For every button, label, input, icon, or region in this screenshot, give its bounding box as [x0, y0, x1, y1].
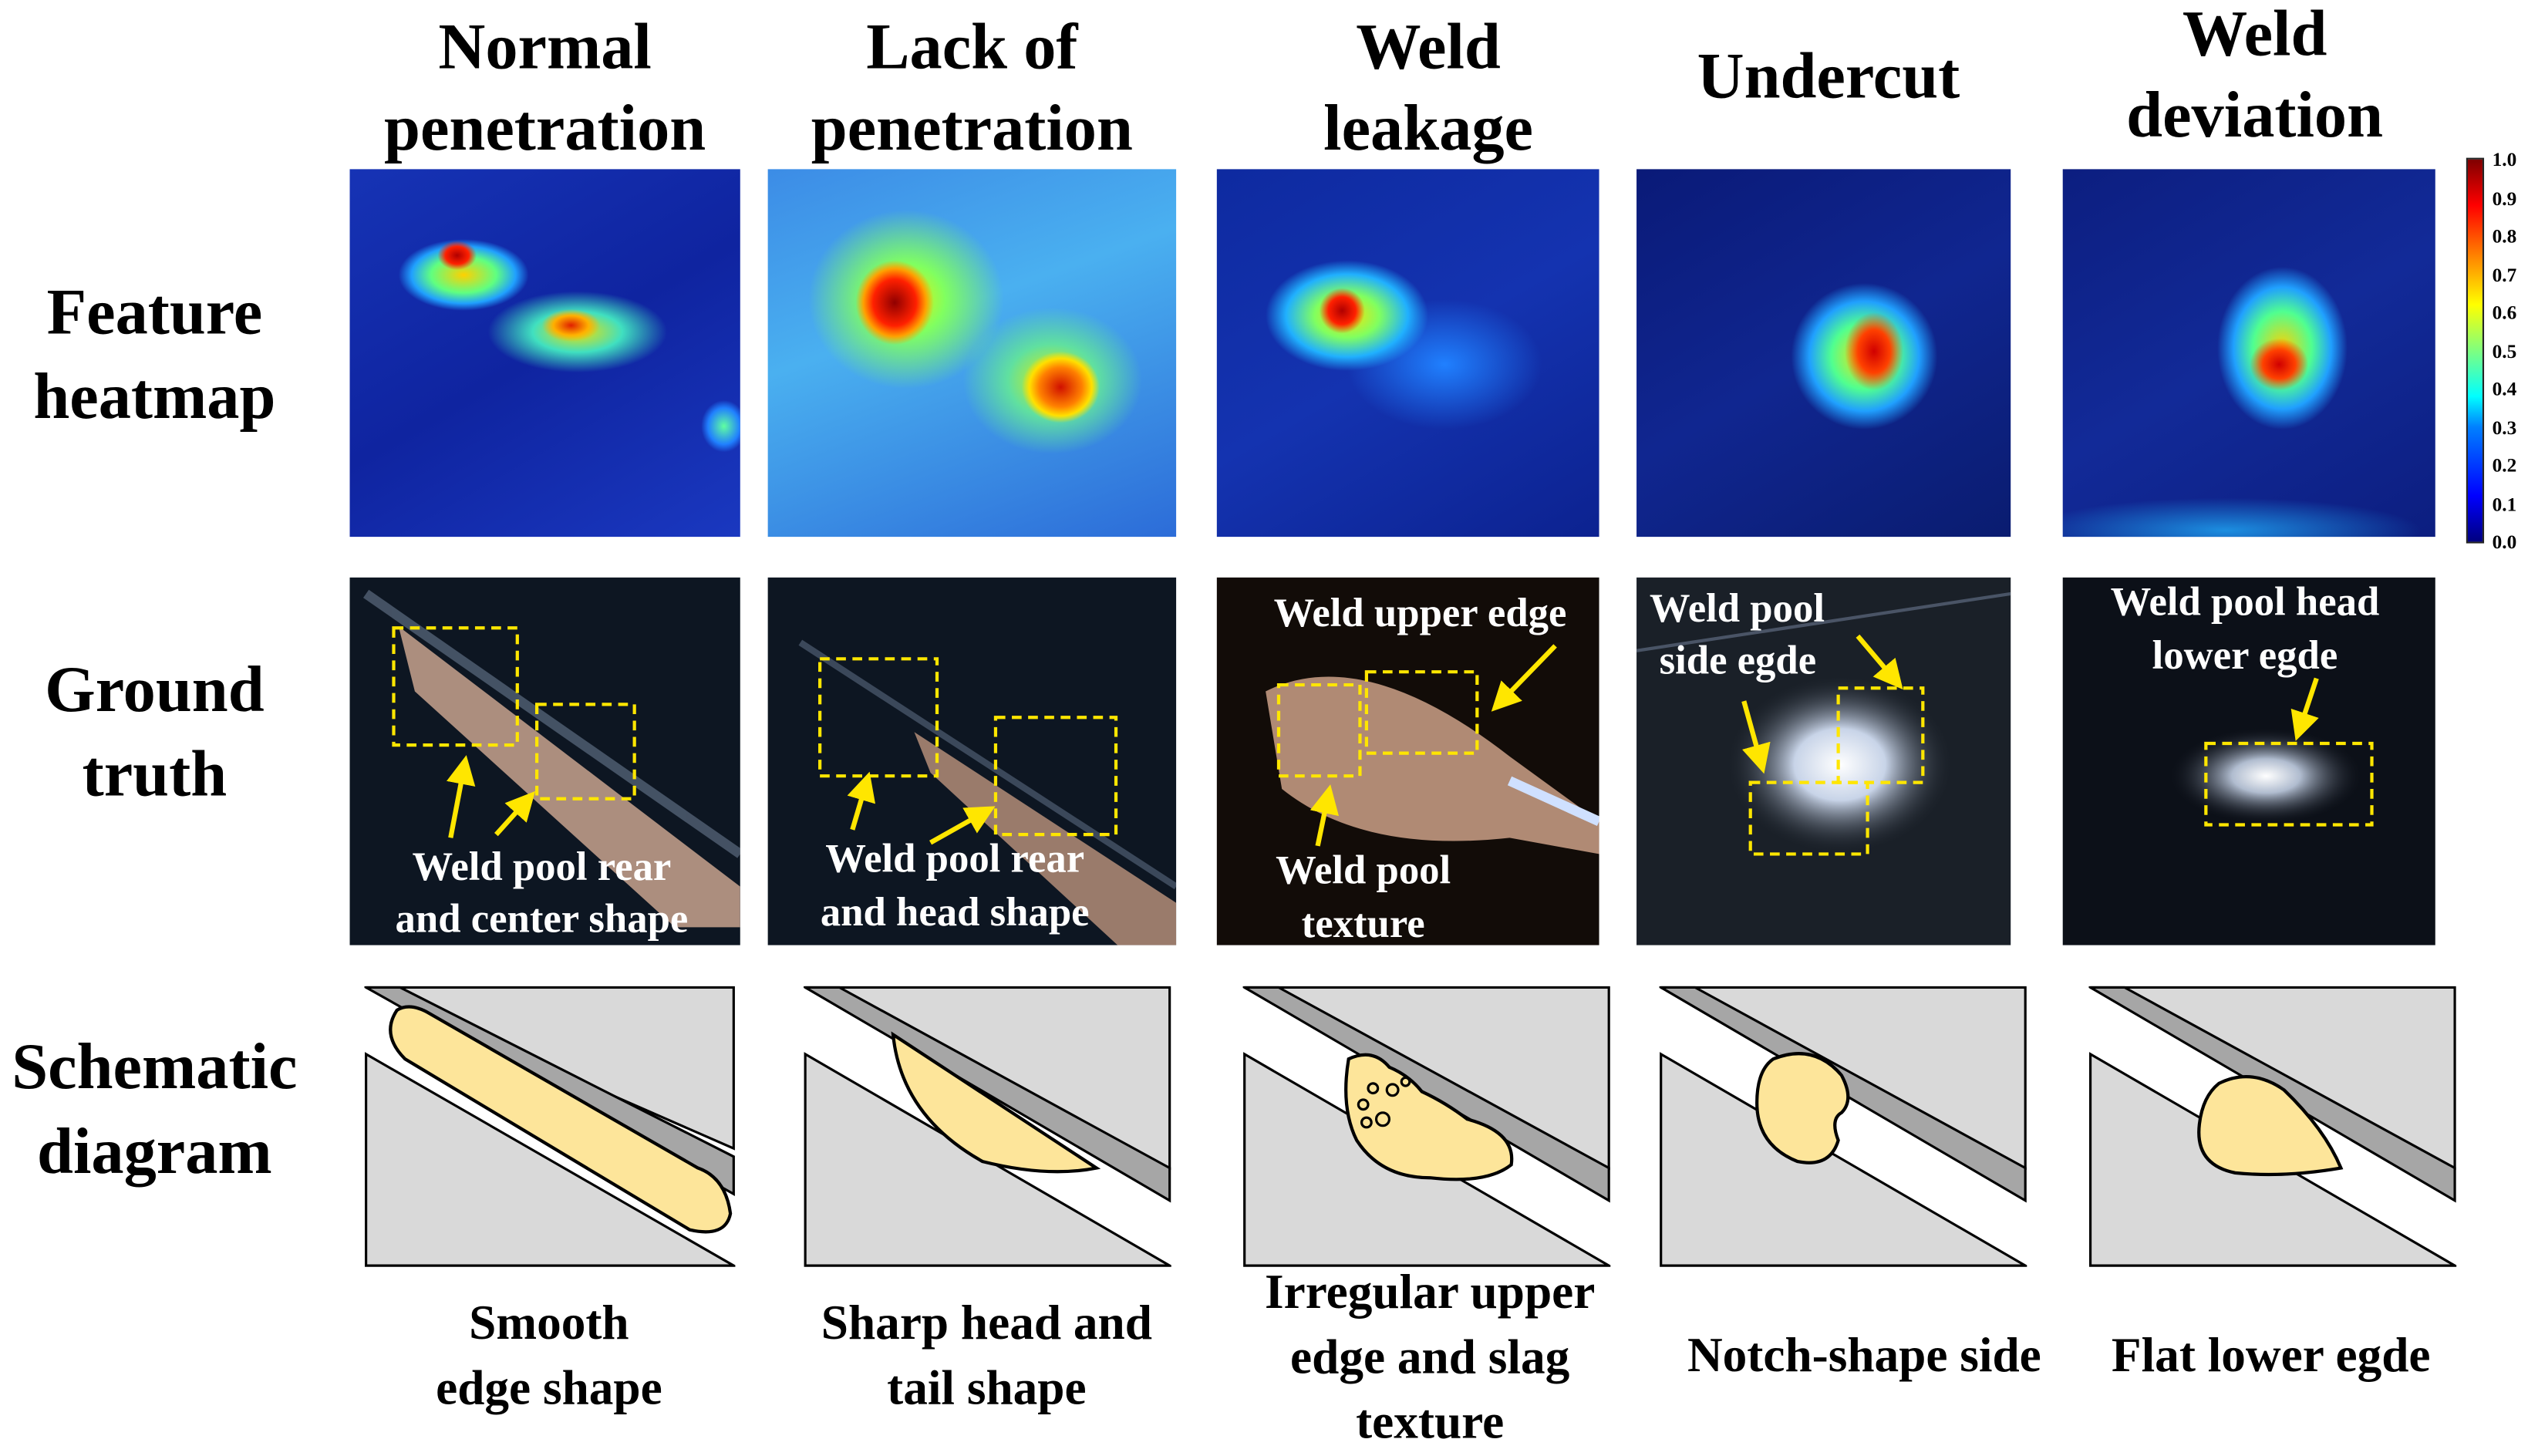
column-title-weld-deviation: Weld deviation [2063, 0, 2447, 157]
colorbar-tick-label: 0.8 [2492, 224, 2517, 248]
heatmap-normal-penetration [349, 169, 740, 538]
colorbar-tick-label: 0.7 [2492, 262, 2517, 286]
annotation-label: Weld pool rear [413, 844, 672, 889]
label-line: diagram [37, 1114, 272, 1188]
title-line: Weld [2182, 0, 2327, 70]
schematic-undercut [1659, 986, 2027, 1269]
caption-line: edge shape [436, 1361, 662, 1416]
annotation-label: Weld pool [1276, 848, 1451, 892]
title-line: penetration [384, 91, 706, 165]
caption-line: edge and slag [1290, 1330, 1570, 1385]
arrow-icon [847, 771, 876, 831]
label-line: Schematic [12, 1030, 298, 1104]
title-line: deviation [2126, 78, 2384, 152]
caption-line: Notch-shape side [1687, 1329, 2041, 1383]
title-line: Normal [438, 9, 652, 83]
dashed-box [392, 626, 519, 747]
annotation-label: Weld upper edge [1274, 591, 1567, 635]
column-title-normal-penetration: Normal penetration [350, 6, 740, 169]
arrow-icon [446, 755, 476, 838]
annotation-label: lower egde [2152, 633, 2338, 678]
colorbar-tick-label: 0.9 [2492, 186, 2517, 210]
colorbar-tick-label: 0.6 [2492, 301, 2517, 324]
caption-line: Sharp head and [821, 1296, 1152, 1350]
dashed-box [818, 657, 939, 778]
dashed-box [1364, 670, 1479, 755]
annotation-label: side egde [1660, 638, 1817, 682]
label-line: heatmap [33, 359, 276, 433]
heatmap-undercut [1636, 169, 2011, 538]
label-line: Feature [46, 275, 263, 349]
annotation-label: and head shape [821, 890, 1090, 935]
colorbar [2466, 157, 2485, 544]
slag-texture [1357, 1076, 1411, 1129]
weld-pool [398, 626, 740, 928]
caption-normal-penetration: Smooth edge shape [350, 1292, 749, 1422]
row-label-feature-heatmap: Feature heatmap [0, 270, 309, 439]
title-line: Lack of [866, 9, 1078, 83]
ground-truth-weld-leakage: Weld upper edge Weld pool texture [1216, 577, 1599, 945]
caption-weld-deviation: Flat lower egde [2082, 1324, 2459, 1389]
arrow-icon [929, 806, 996, 845]
arrow-icon [1741, 700, 1771, 774]
caption-line: Flat lower egde [2111, 1329, 2431, 1383]
colorbar-tick-label: 0.0 [2492, 530, 2517, 554]
annotation-label: and center shape [396, 897, 689, 942]
caption-lack-of-penetration: Sharp head and tail shape [781, 1292, 1193, 1422]
weld-pool-shape [389, 1005, 733, 1234]
dashed-box [1276, 682, 1362, 778]
colorbar-tick-label: 0.1 [2492, 492, 2517, 515]
colorbar-tick-label: 0.3 [2492, 415, 2517, 439]
caption-line: tail shape [887, 1361, 1087, 1416]
schematic-weld-deviation [2088, 986, 2457, 1269]
heatmap-weld-leakage [1216, 169, 1599, 538]
caption-undercut: Notch-shape side [1653, 1324, 2075, 1389]
arrow-icon [2290, 677, 2319, 741]
caption-line: Smooth [469, 1296, 629, 1350]
weld-pool-shape [1755, 1052, 1850, 1164]
annotation-label: Weld pool head [2111, 579, 2380, 624]
lower-plate [365, 1052, 736, 1267]
heatmap-lack-of-penetration [767, 169, 1177, 538]
colorbar-tick-label: 0.5 [2492, 339, 2517, 362]
ground-truth-lack-of-penetration: Weld pool rear and head shape [767, 577, 1177, 945]
column-title-undercut: Undercut [1636, 35, 2021, 116]
caption-line: Irregular upper [1264, 1266, 1596, 1320]
weld-pool-shape [891, 1031, 1101, 1174]
dashed-box [2204, 741, 2374, 827]
arrow-icon [1310, 784, 1340, 847]
column-title-lack-of-penetration: Lack of penetration [768, 6, 1176, 169]
colorbar-tick-label: 0.2 [2492, 453, 2517, 477]
title-line: leakage [1323, 91, 1533, 165]
arrow-icon [1491, 644, 1557, 712]
arrow-icon [1856, 634, 1903, 690]
weld-pool-shape [2197, 1074, 2344, 1177]
title-line: Undercut [1697, 39, 1960, 113]
ground-truth-undercut: Weld pool side egde [1636, 577, 2011, 945]
row-label-ground-truth: Ground truth [0, 648, 309, 817]
caption-line: texture [1356, 1395, 1505, 1450]
column-title-weld-leakage: Weld leakage [1217, 6, 1640, 169]
row-label-schematic-diagram: Schematic diagram [0, 1025, 317, 1194]
schematic-normal-penetration [364, 986, 736, 1269]
ground-truth-normal-penetration: Weld pool rear and center shape [349, 577, 740, 945]
annotation-label: texture [1302, 902, 1425, 945]
colorbar-tick-label: 1.0 [2492, 147, 2517, 171]
arrow-icon [494, 790, 536, 837]
schematic-weld-leakage [1242, 986, 1611, 1269]
heatmap-weld-deviation [2062, 169, 2435, 538]
dashed-box [993, 716, 1118, 837]
dashed-box [1748, 780, 1869, 856]
ground-truth-weld-deviation: Weld pool head lower egde [2062, 577, 2435, 945]
label-line: Ground [45, 652, 265, 726]
label-line: truth [82, 736, 228, 811]
caption-weld-leakage: Irregular upper edge and slag texture [1220, 1261, 1640, 1456]
schematic-lack-of-penetration [804, 986, 1171, 1269]
title-line: Weld [1356, 9, 1501, 83]
colorbar-tick-label: 0.4 [2492, 377, 2517, 400]
annotation-label: Weld pool rear [825, 837, 1084, 881]
title-line: penetration [811, 91, 1133, 165]
annotation-label: Weld pool [1650, 586, 1825, 631]
